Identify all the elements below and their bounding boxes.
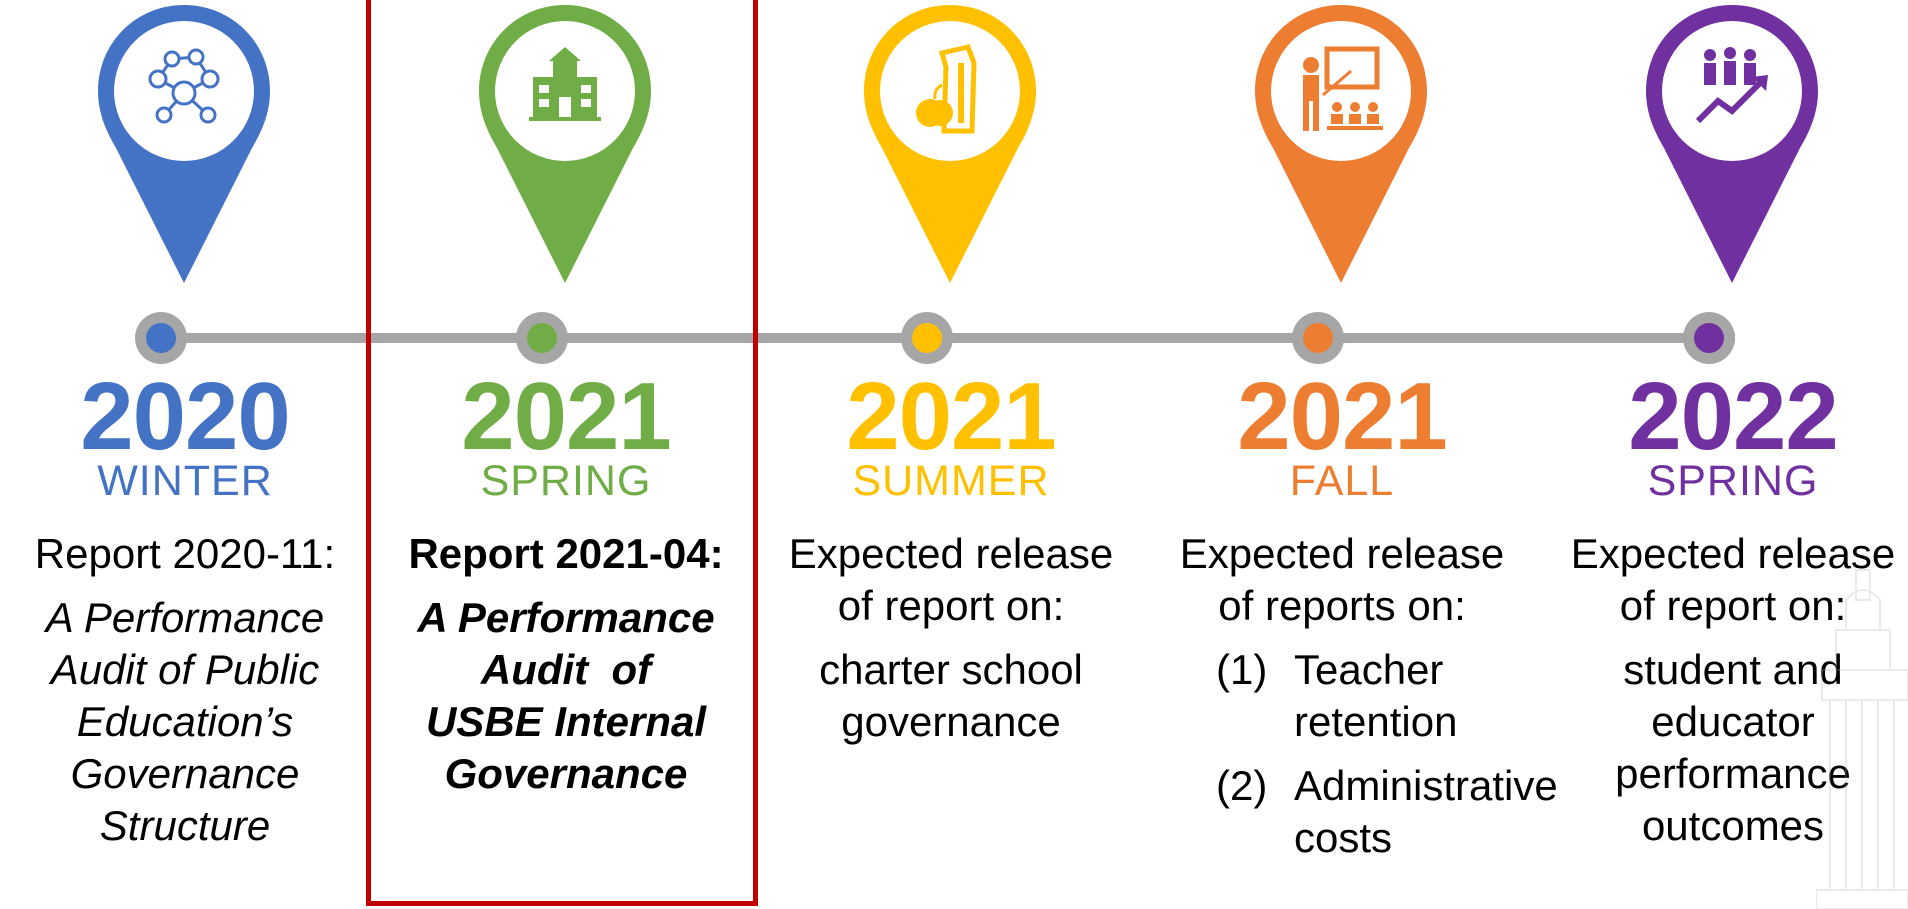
list-number: (1): [1216, 646, 1268, 693]
season-label: FALL: [1289, 457, 1395, 505]
heading-line: Expected release: [1179, 530, 1505, 577]
report-title-line: Structure: [99, 802, 271, 849]
year-label: 2021: [461, 363, 672, 470]
milestone-description: Expected release of report on: student a…: [1543, 528, 1908, 852]
topic-line: charter school: [819, 646, 1083, 693]
year-label: 2020: [80, 363, 291, 470]
map-pin-marker: [1646, 5, 1818, 283]
milestone-2020-winter: 2020 WINTER Report 2020-11: A Performanc…: [0, 0, 375, 909]
year-label: 2021: [846, 363, 1057, 470]
people-growth-chart-icon: [1695, 47, 1768, 124]
report-title: A Performance Audit of USBE Internal Gov…: [376, 592, 756, 800]
map-pin-marker: [479, 5, 651, 283]
timeline-dot: [1683, 312, 1735, 364]
year-label: 2022: [1628, 363, 1839, 470]
topic-line: governance: [841, 698, 1061, 745]
report-title-line: Audit of: [480, 646, 652, 693]
list-text-line: Teacher: [1294, 646, 1444, 693]
school-building-icon: [529, 47, 601, 121]
list-text-line: Administrative: [1294, 762, 1558, 809]
highlight-box: [366, 0, 758, 906]
report-list: (1) Teacher retention (2) Administrative…: [1216, 644, 1558, 864]
teacher-classroom-icon: [1303, 46, 1383, 131]
milestone-2021-spring: 2021 SPRING Report 2021-04: A Performanc…: [376, 0, 756, 909]
topic-line: outcomes: [1641, 802, 1825, 849]
timeline-dot: [516, 312, 568, 364]
network-people-icon: [148, 48, 220, 124]
season-label: SPRING: [1647, 457, 1819, 505]
timeline-dot: [1292, 312, 1344, 364]
list-item: (2) Administrative costs: [1216, 760, 1558, 864]
milestone-description: Expected release of reports on: (1) Teac…: [1152, 528, 1558, 876]
report-title: A Performance Audit of Public Education’…: [0, 592, 375, 852]
report-title-line: Audit of Public: [50, 646, 320, 693]
lunch-bag-apple-icon: [916, 44, 977, 134]
milestone-description: Report 2020-11: A Performance Audit of P…: [0, 528, 375, 852]
topic-line: performance: [1615, 750, 1851, 797]
map-pin-marker: [98, 5, 270, 283]
list-number: (2): [1216, 762, 1268, 809]
list-text-line: retention: [1294, 698, 1458, 745]
season-label: WINTER: [97, 457, 273, 505]
heading-line: of reports on:: [1218, 582, 1466, 629]
report-heading: Report 2020-11:: [34, 530, 336, 577]
report-title-line: Education’s: [76, 698, 294, 745]
heading-line: Expected release: [788, 530, 1114, 577]
report-title-line: Governance: [444, 750, 688, 797]
milestone-description: Expected release of report on: charter s…: [761, 528, 1141, 748]
map-pin-marker: [864, 5, 1036, 283]
capitol-building-watermark: [1816, 569, 1908, 909]
season-label: SUMMER: [852, 457, 1050, 505]
list-text-line: costs: [1294, 814, 1393, 861]
milestone-2021-fall: 2021 FALL Expected release of reports on…: [1152, 0, 1558, 909]
timeline-dot: [135, 312, 187, 364]
milestone-2021-summer: 2021 SUMMER Expected release of report o…: [761, 0, 1141, 909]
heading-line: of report on:: [1619, 582, 1847, 629]
report-title-line: A Performance: [417, 594, 715, 641]
timeline-dot: [901, 312, 953, 364]
milestone-description: Report 2021-04: A Performance Audit of U…: [376, 528, 756, 800]
list-item: (1) Teacher retention: [1216, 644, 1532, 748]
season-label: SPRING: [480, 457, 652, 505]
report-title-line: A Performance: [45, 594, 325, 641]
heading-line: of report on:: [837, 582, 1065, 629]
year-label: 2021: [1237, 363, 1448, 470]
map-pin-marker: [1255, 5, 1427, 283]
report-title-line: USBE Internal: [425, 698, 707, 745]
report-heading: Report 2021-04:: [408, 530, 724, 577]
heading-line: Expected release: [1570, 530, 1896, 577]
milestone-2022-spring: 2022 SPRING Expected release of report o…: [1543, 0, 1908, 909]
topic-line: student and: [1623, 646, 1843, 693]
report-title-line: Governance: [70, 750, 300, 797]
topic-line: educator: [1651, 698, 1815, 745]
